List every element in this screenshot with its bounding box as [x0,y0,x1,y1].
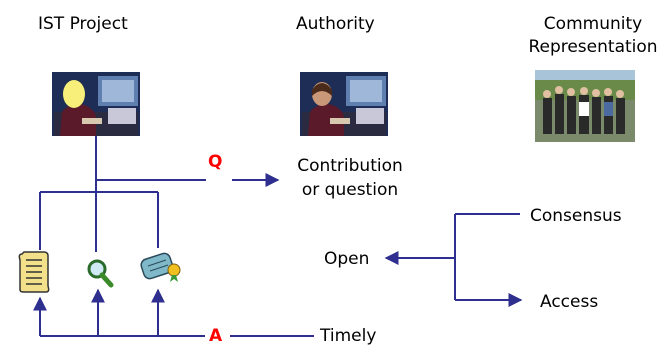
ist-project-photo [52,72,140,136]
timely-label: Timely [320,326,377,346]
open-label: Open [324,249,370,269]
document-icon [18,251,50,293]
a-label: A [209,326,223,346]
access-label: Access [540,292,599,312]
ist-project-title: IST Project [38,14,128,34]
community-group-photo [535,70,635,142]
contribution-label-line1: Contribution [297,156,403,176]
magnifier-icon [87,259,114,288]
community-title-line1: Community [543,14,643,34]
q-label: Q [208,152,223,172]
certificate-icon [140,252,181,282]
consensus-label: Consensus [530,206,622,226]
community-title-line2: Representation [528,37,658,57]
contribution-label-line2: or question [301,180,399,200]
authority-title: Authority [296,14,375,34]
authority-photo [300,72,388,136]
